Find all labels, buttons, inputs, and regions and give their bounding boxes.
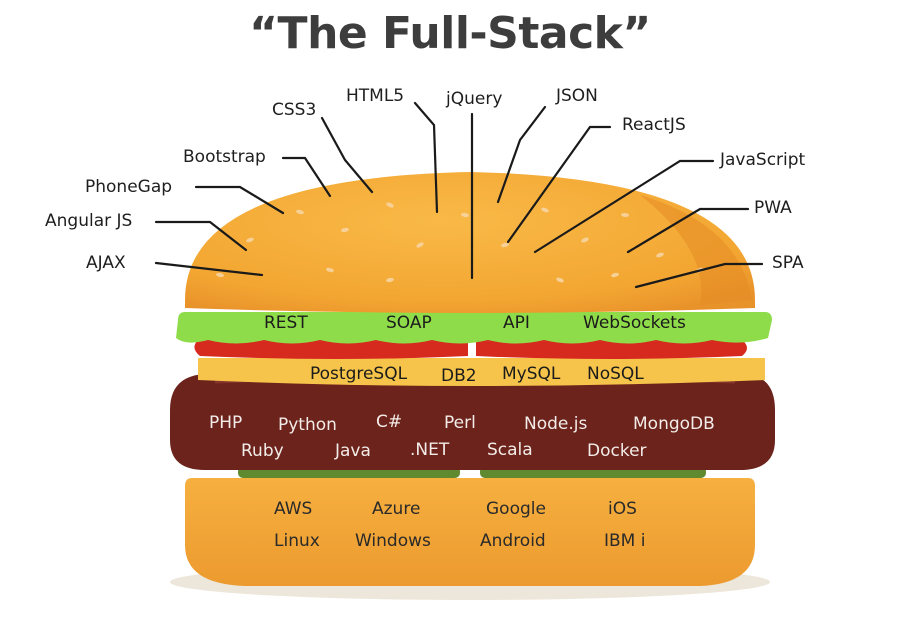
label-postgresql: PostgreSQL (310, 364, 408, 384)
label-dotnet: .NET (410, 440, 450, 460)
label-perl: Perl (444, 413, 476, 433)
line-angular (154, 220, 248, 252)
label-windows: Windows (355, 531, 431, 551)
label-linux: Linux (274, 531, 320, 551)
line-json (496, 105, 547, 204)
label-html5: HTML5 (346, 86, 405, 106)
label-css3: CSS3 (272, 100, 317, 120)
label-scala: Scala (487, 440, 533, 460)
label-json: JSON (556, 86, 598, 106)
label-csharp: C# (376, 412, 403, 432)
label-ajax: AJAX (86, 253, 126, 273)
label-mongodb: MongoDB (633, 414, 715, 434)
label-php: PHP (209, 413, 243, 433)
label-pwa: PWA (754, 198, 792, 218)
cheese (198, 358, 765, 386)
line-spa (634, 262, 764, 289)
label-soap: SOAP (386, 313, 432, 333)
bottom-bun (185, 478, 755, 586)
patty (170, 368, 775, 470)
label-azure: Azure (372, 499, 421, 519)
line-phonegap (194, 185, 285, 215)
label-google: Google (486, 499, 546, 519)
line-javascript (533, 159, 715, 254)
label-db2: DB2 (441, 366, 477, 386)
label-jquery: jQuery (446, 89, 503, 109)
label-ios: iOS (608, 499, 637, 519)
label-docker: Docker (587, 441, 647, 461)
top-bun-shade (640, 195, 752, 305)
line-css3 (320, 116, 374, 194)
label-android: Android (480, 531, 546, 551)
label-mysql: MySQL (502, 364, 561, 384)
label-api: API (503, 313, 530, 333)
label-ibm-i: IBM i (604, 531, 646, 551)
label-javascript: JavaScript (720, 150, 806, 170)
line-reactjs (506, 125, 612, 244)
label-websockets: WebSockets (583, 313, 686, 333)
tomato-left (194, 340, 468, 359)
line-bootstrap (281, 156, 332, 198)
tomato-right (476, 340, 747, 359)
line-html5 (413, 101, 439, 214)
label-rest: REST (264, 313, 308, 333)
label-spa: SPA (772, 253, 804, 273)
page-title: “The Full-Stack” (249, 8, 651, 59)
label-java: Java (335, 441, 371, 461)
lettuce (176, 312, 772, 344)
sesame-seeds (216, 202, 704, 283)
label-ruby: Ruby (241, 441, 284, 461)
label-reactjs: ReactJS (622, 115, 686, 135)
line-ajax (154, 261, 264, 277)
line-pwa (626, 207, 750, 254)
callout-lines (154, 101, 764, 289)
label-aws: AWS (274, 499, 313, 519)
label-nodejs: Node.js (524, 414, 588, 434)
label-nosql: NoSQL (587, 364, 644, 384)
label-python: Python (278, 415, 337, 435)
label-phonegap: PhoneGap (85, 177, 173, 197)
label-angular-js: Angular JS (45, 211, 133, 231)
label-bootstrap: Bootstrap (183, 147, 266, 167)
top-bun (185, 172, 755, 313)
